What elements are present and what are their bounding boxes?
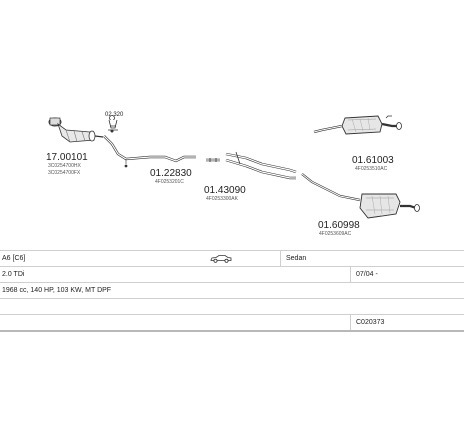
part-serial-label: 3C0254700FX — [48, 170, 81, 176]
info-row-specs: 1968 cc, 140 HP, 103 KW, MT DPF — [0, 283, 464, 299]
divider — [280, 251, 281, 266]
vehicle-date: 07/04 - — [356, 271, 378, 278]
vehicle-body-type: Sedan — [286, 255, 307, 262]
part-number-label: 17.00101 — [46, 152, 88, 163]
part-serial-label: 4F0253609AC — [319, 231, 352, 237]
part-serial-label: 4F0253300AK — [206, 196, 239, 202]
part-serial-label: 3C0254700HX — [48, 163, 81, 169]
vehicle-specs: 1968 cc, 140 HP, 103 KW, MT DPF — [2, 287, 112, 294]
divider — [350, 267, 351, 282]
vehicle-model: A6 [C6] — [2, 255, 26, 262]
info-row-empty — [0, 299, 464, 315]
part-dpf-converter[interactable] — [48, 117, 104, 143]
part-number-label: 01.60998 — [318, 220, 360, 231]
part-serial-label: 4F0253201C — [155, 179, 184, 185]
vehicle-engine: 2.0 TDi — [2, 271, 25, 278]
part-clamp[interactable] — [108, 115, 118, 133]
part-rear-silencer-right[interactable] — [313, 115, 402, 135]
part-middle-pipe[interactable] — [206, 151, 297, 180]
info-row-model: A6 [C6] Sedan — [0, 250, 464, 267]
info-row-engine: 2.0 TDi 07/04 - — [0, 267, 464, 283]
part-number-label: 01.43090 — [204, 185, 246, 196]
divider — [350, 315, 351, 330]
catalog-code: C020373 — [356, 319, 385, 326]
part-number-label: 01.61003 — [352, 155, 394, 166]
vehicle-info-table: A6 [C6] Sedan 2.0 TDi 07/04 - 1968 cc, 1… — [0, 250, 464, 332]
part-number-label: 01.22830 — [150, 168, 192, 179]
exhaust-diagram: 17.00101 3C0254700HX 3C0254700FX 02.320 … — [0, 110, 464, 250]
part-number-label: 02.320 — [105, 112, 124, 118]
part-rear-silencer-left[interactable] — [301, 173, 420, 219]
part-front-pipe[interactable] — [103, 135, 196, 168]
car-icon — [210, 255, 232, 263]
part-serial-label: 4F0253510AC — [355, 166, 388, 172]
info-row-code: C020373 — [0, 315, 464, 332]
